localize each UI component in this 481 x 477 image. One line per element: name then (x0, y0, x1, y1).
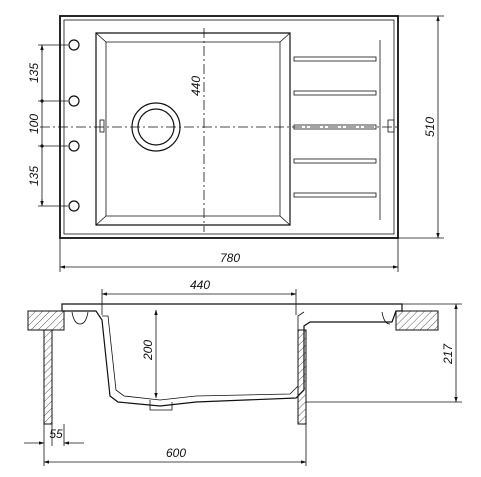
bowl-outer (95, 32, 291, 226)
overflow-slot-left (99, 119, 105, 133)
width-dimension (59, 238, 399, 272)
edge-offset-dimension (24, 424, 84, 446)
tap-hole (68, 95, 80, 107)
tap-holes (68, 39, 80, 212)
dim-label-440-horizontal: 440 (190, 278, 210, 292)
countertop-left (27, 310, 65, 331)
section-bowl-width-dimension (101, 289, 297, 315)
countertop-right (395, 310, 439, 331)
tap-hole (68, 39, 80, 51)
rim-lip-left (71, 311, 89, 325)
cabinet-width-dimension (43, 424, 307, 466)
dim-label-217: 217 (441, 343, 455, 365)
left-spacing-dimension (38, 44, 68, 207)
dim-label-135-lower: 135 (27, 166, 41, 186)
cabinet-wall-right (297, 329, 307, 425)
sink-body-inner (102, 311, 305, 401)
dim-label-510: 510 (423, 117, 437, 137)
tap-hole (68, 200, 80, 212)
top-view: 135 100 135 440 510 780 (27, 15, 444, 272)
cabinet-wall-left (43, 329, 53, 425)
drain-outlet (149, 400, 173, 411)
dim-label-100: 100 (27, 114, 41, 134)
bowl-corner (279, 215, 291, 226)
overall-height-dimension (306, 303, 462, 403)
bowl-corner (95, 215, 107, 226)
dim-label-55: 55 (49, 427, 63, 441)
section-view: 440 200 217 55 (24, 278, 462, 466)
sink-rim-outer (61, 303, 403, 407)
bowl-corner (279, 32, 291, 43)
dim-label-600: 600 (166, 446, 186, 460)
depth-dimension (398, 15, 444, 239)
dim-label-135-upper: 135 (27, 63, 41, 83)
dim-label-200: 200 (141, 340, 155, 361)
overflow-slot-right (387, 119, 395, 133)
bowl-corner (95, 32, 107, 43)
drainboard-ribs (293, 40, 381, 220)
rim-lip-right (381, 311, 391, 325)
dim-label-780: 780 (220, 251, 240, 265)
tap-hole (68, 140, 80, 152)
dim-label-440-vertical: 440 (189, 76, 203, 96)
